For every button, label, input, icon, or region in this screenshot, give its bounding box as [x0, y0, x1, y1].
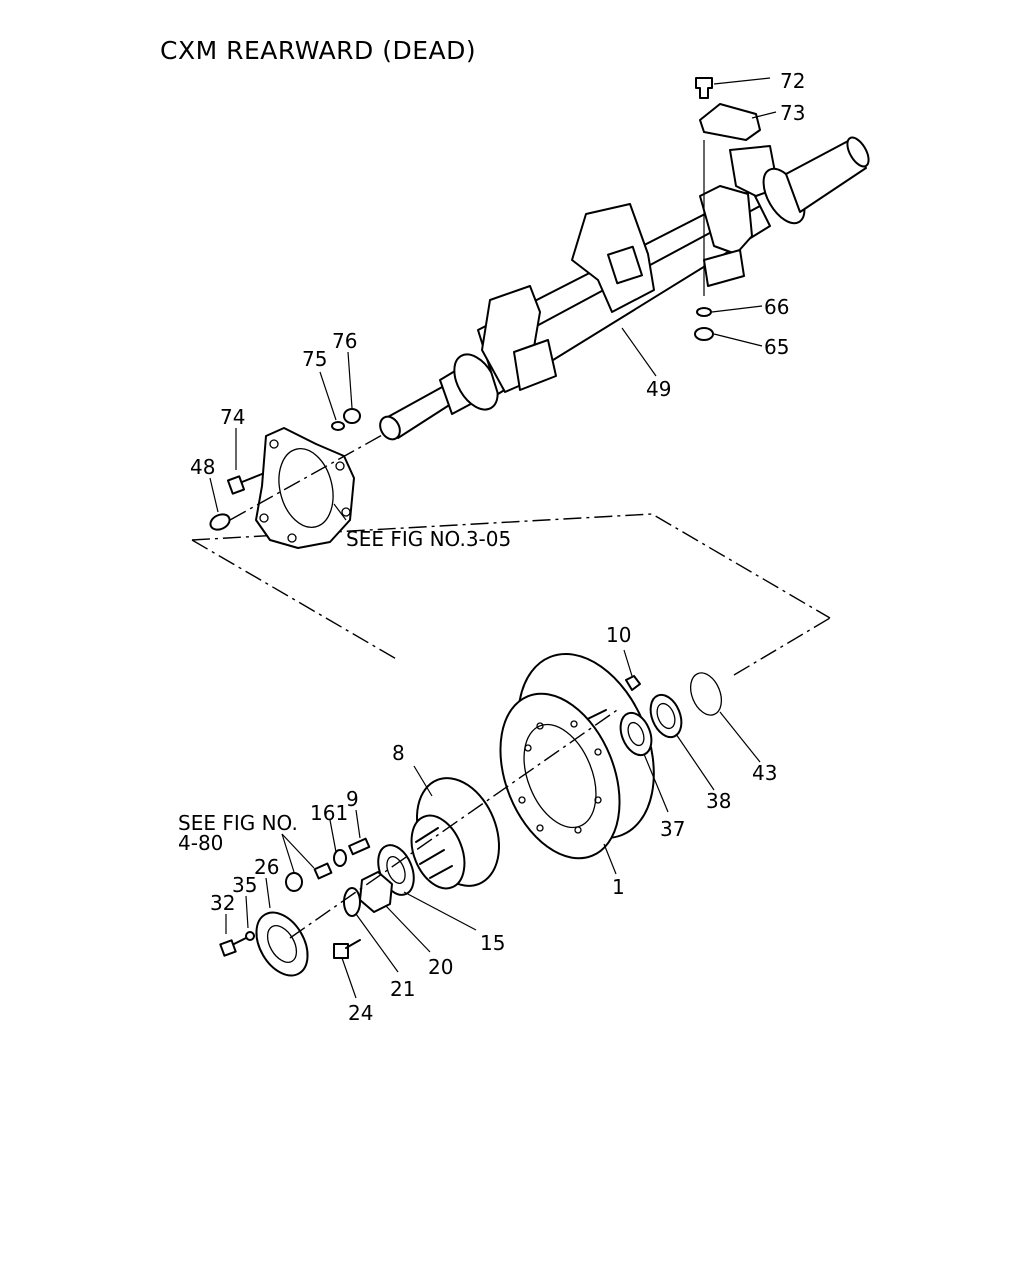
hub-cap-fig-reference-line2: 4-80 [178, 831, 223, 855]
hub-flange-fig-reference: SEE FIG NO.3-05 [346, 527, 511, 551]
callout-38: 38 [706, 789, 731, 813]
axle-beam [379, 136, 870, 441]
callout-35: 35 [232, 873, 257, 897]
callout-76: 76 [332, 329, 357, 353]
callout-65: 65 [764, 335, 789, 359]
callout-26: 26 [254, 855, 279, 879]
callout-75: 75 [302, 347, 327, 371]
callout-10: 10 [606, 623, 631, 647]
callout-72: 72 [780, 69, 805, 93]
callout-9: 9 [346, 787, 359, 811]
callout-161: 161 [310, 801, 348, 825]
callout-8: 8 [392, 741, 405, 765]
brake-spider-flange [209, 351, 385, 549]
hub-cap-fig-reference-line1: SEE FIG NO. [178, 811, 298, 835]
assembly-outline [191, 513, 831, 676]
callout-73: 73 [780, 101, 805, 125]
callout-66: 66 [764, 295, 789, 319]
callout-20: 20 [428, 955, 453, 979]
callout-24: 24 [348, 1001, 373, 1025]
callout-74: 74 [220, 405, 245, 429]
callout-37: 37 [660, 817, 685, 841]
callout-32: 32 [210, 891, 235, 915]
callout-labels: 72 73 66 65 49 76 75 74 48 10 8 161 9 43… [190, 69, 805, 1025]
figure-references: SEE FIG NO.3-05 SEE FIG NO. 4-80 [178, 527, 511, 855]
callout-21: 21 [390, 977, 415, 1001]
u-bolt-parts [694, 77, 777, 347]
callout-49: 49 [646, 377, 671, 401]
callout-43: 43 [752, 761, 777, 785]
callout-1: 1 [612, 875, 625, 899]
callout-48: 48 [190, 455, 215, 479]
callout-15: 15 [480, 931, 505, 955]
hub-drum-assembly [219, 649, 761, 999]
page-title: CXM REARWARD (DEAD) [160, 36, 477, 65]
